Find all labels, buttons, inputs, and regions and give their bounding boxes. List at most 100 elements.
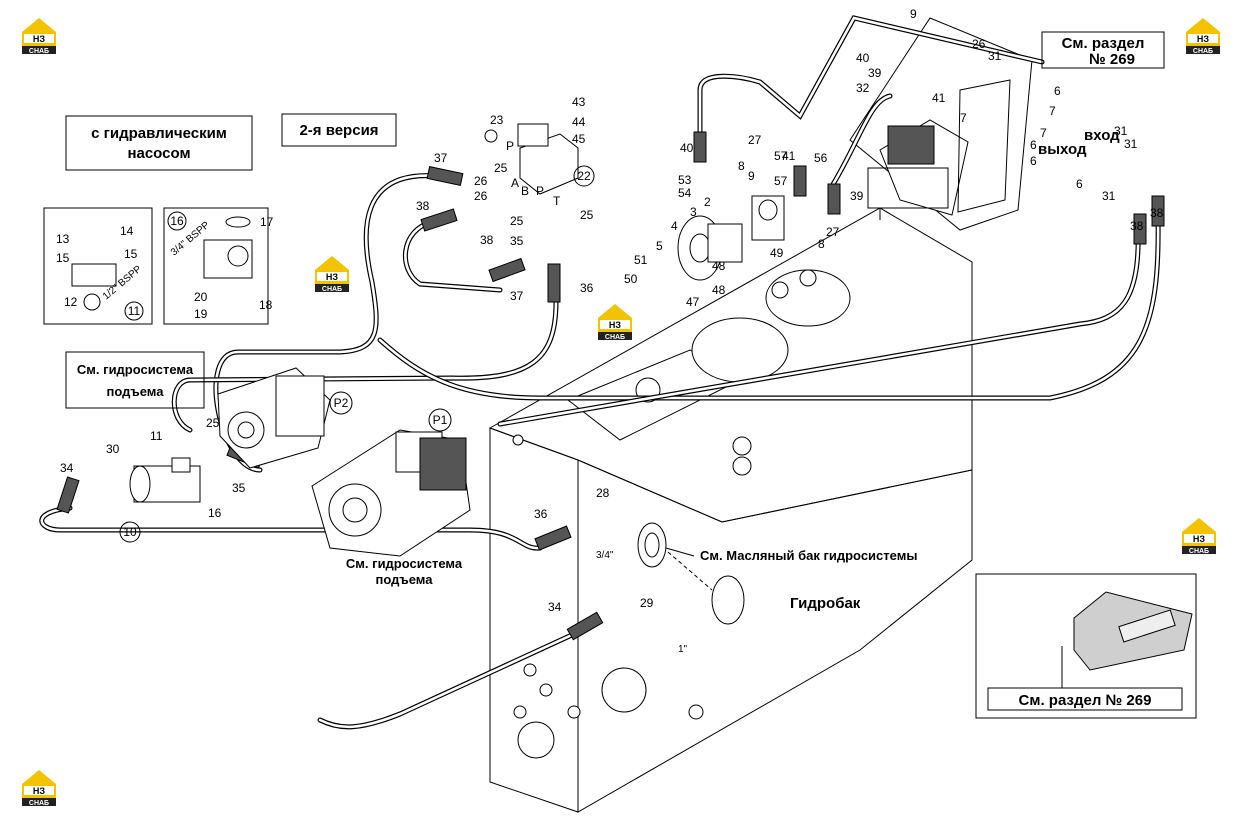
pump-note-line2: насосом	[127, 145, 190, 162]
version-label: 2-я версия	[299, 122, 378, 139]
lift-caption-line1: См. гидросистема	[346, 556, 463, 571]
logo-top-left: НЗ СНАБ	[22, 18, 56, 55]
part-label: 27	[748, 133, 762, 147]
part-label: 6	[1030, 138, 1037, 152]
part-label: 20	[194, 290, 208, 304]
part-label: 6	[1076, 177, 1083, 191]
part-label: 4	[671, 219, 678, 233]
section-bottom-box: См. раздел № 269	[975, 573, 1197, 719]
part-label: 25	[510, 214, 524, 228]
part-label: B	[521, 184, 529, 198]
part-label: 38	[1150, 206, 1164, 220]
part-label: 18	[259, 298, 273, 312]
part-label: 3	[690, 205, 697, 219]
part-label: 45	[572, 132, 586, 146]
version-box: 2-я версия	[281, 113, 397, 147]
circle-label-22: 22	[577, 169, 591, 183]
part-label: 27	[826, 225, 840, 239]
part-label: 34	[60, 461, 74, 475]
hydraulic-tank-icon	[488, 207, 973, 813]
part-label: T	[553, 194, 561, 208]
part-label: 37	[434, 151, 448, 165]
circle-label-11: 11	[128, 304, 141, 318]
inlet-label: вход	[1084, 127, 1120, 144]
svg-text:СНАБ: СНАБ	[322, 286, 342, 293]
ventilation-label-icon	[1061, 591, 1193, 688]
lift-note-line1: См. гидросистема	[77, 362, 194, 377]
part-label: 30	[106, 442, 120, 456]
part-label: 12	[64, 295, 78, 309]
gear-pump-icon	[129, 457, 201, 503]
part-label: 35	[510, 234, 524, 248]
part-label: 26	[474, 174, 488, 188]
part-label: 26	[972, 37, 986, 51]
logo-top-right: НЗ СНАБ	[1186, 18, 1220, 55]
part-label: 25	[580, 208, 594, 222]
hydraulic-pump-p2-icon	[217, 367, 331, 469]
part-label: 11	[150, 429, 163, 443]
lift-note-box: См. гидросистема подъема	[65, 351, 205, 409]
thread-34-label: 3/4"	[596, 550, 614, 561]
part-label: 23	[490, 113, 504, 127]
part-label: 26	[474, 189, 488, 203]
svg-text:СНАБ: СНАБ	[29, 800, 49, 807]
svg-text:СНАБ: СНАБ	[605, 334, 625, 341]
svg-text:СНАБ: СНАБ	[1189, 548, 1209, 555]
section-top-line1: См. раздел	[1062, 35, 1145, 52]
valve-block-icon	[484, 123, 579, 195]
part-label: 2	[704, 195, 711, 209]
part-label: 47	[686, 295, 700, 309]
svg-text:НЗ: НЗ	[33, 786, 45, 796]
part-label: 29	[640, 596, 654, 610]
part-label: 36	[534, 507, 548, 521]
tank-label: Гидробак	[790, 595, 861, 612]
part-label: 44	[572, 115, 586, 129]
oil-tank-flange-icon	[637, 522, 745, 625]
part-label: 9	[748, 169, 755, 183]
section-top-line2: № 269	[1089, 51, 1135, 68]
section-bottom-label: См. раздел № 269	[1019, 692, 1152, 709]
circle-label-10: 10	[123, 525, 137, 539]
part-label: 8	[818, 237, 825, 251]
part-label: 40	[856, 51, 870, 65]
part-label: 31	[988, 49, 1002, 63]
part-label: 48	[712, 259, 726, 273]
part-label: 7	[1040, 126, 1047, 140]
section-top-box: См. раздел № 269	[1041, 31, 1165, 69]
gear-pump-2-icon	[677, 195, 785, 281]
part-label: 39	[850, 189, 864, 203]
svg-text:НЗ: НЗ	[326, 272, 338, 282]
svg-text:НЗ: НЗ	[609, 320, 621, 330]
circle-label-p1: P1	[433, 413, 448, 427]
part-label: 7	[1049, 104, 1056, 118]
part-label: 48	[712, 283, 726, 297]
pump-note-box: с гидравлическим насосом	[65, 115, 253, 171]
part-label: 49	[770, 246, 784, 260]
part-label: 41	[932, 91, 946, 105]
svg-text:НЗ: НЗ	[1197, 34, 1209, 44]
lift-caption-line2: подъема	[376, 572, 434, 587]
pump-note-line1: с гидравлическим	[91, 125, 227, 142]
heat-exchanger-icon	[849, 17, 1033, 231]
part-label: 5	[656, 239, 663, 253]
part-label: 50	[624, 272, 638, 286]
part-label: 40	[680, 141, 694, 155]
thread-1-label: 1"	[678, 644, 688, 655]
circle-label-p2: P2	[334, 396, 349, 410]
logo-bottom: СНАБ	[29, 48, 49, 55]
outlet-label: выход	[1038, 141, 1087, 158]
logo-mid: НЗ СНАБ	[598, 304, 632, 341]
part-label: 8	[738, 159, 745, 173]
hydraulic-pump-icon	[311, 429, 471, 557]
part-label: 19	[194, 307, 208, 321]
svg-text:НЗ: НЗ	[1193, 534, 1205, 544]
logo-mid-right: НЗ СНАБ	[1182, 518, 1216, 555]
logo-mid-left: НЗ СНАБ	[315, 256, 349, 293]
part-label: 34	[548, 600, 562, 614]
part-label: 17	[260, 215, 274, 229]
oil-tank-label: См. Масляный бак гидросистемы	[700, 548, 917, 563]
part-label: 31	[1114, 124, 1128, 138]
